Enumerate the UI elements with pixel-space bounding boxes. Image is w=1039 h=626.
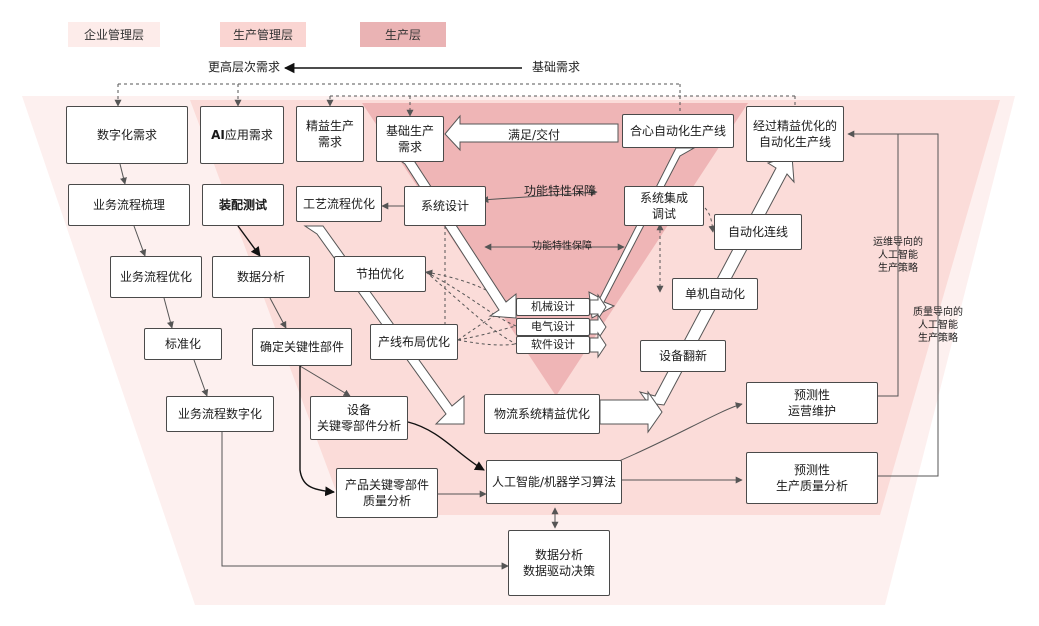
biz-process-sort-box: 业务流程梳理 bbox=[68, 184, 190, 226]
soft-arrow bbox=[589, 331, 607, 359]
biz-process-opt-box: 业务流程优化 bbox=[110, 256, 202, 298]
standardize-box: 标准化 bbox=[144, 328, 222, 360]
func-guarantee-label-1: 功能特性保障 bbox=[523, 184, 596, 198]
ai-prefix: AI bbox=[211, 128, 225, 142]
dashed-feedback-lines bbox=[114, 83, 796, 346]
ai-ml-box: 人工智能/机器学习算法 bbox=[486, 460, 622, 504]
higher-demand-label: 更高层次需求 bbox=[207, 60, 280, 74]
ai-demand-box: AI 应用需求 bbox=[200, 106, 284, 164]
device-parts-analysis-box: 设备 关键零部件分析 bbox=[310, 396, 408, 440]
elec-arrow bbox=[589, 313, 607, 341]
lean-demand-box: 精益生产 需求 bbox=[296, 106, 364, 162]
process-opt-box: 工艺流程优化 bbox=[296, 186, 382, 222]
data-analysis-box: 数据分析 bbox=[212, 256, 310, 298]
legend-production-mgmt: 生产管理层 bbox=[220, 22, 306, 47]
elec-design-box: 电气设计 bbox=[516, 318, 590, 336]
product-quality-box: 产品关键零部件 质量分析 bbox=[336, 468, 438, 518]
legend-enterprise: 企业管理层 bbox=[68, 22, 160, 47]
quality-strategy-label: 质量导向的 人工智能 生产策略 bbox=[913, 307, 963, 344]
satisfy-arrow bbox=[444, 114, 619, 152]
device-renew-box: 设备翻新 bbox=[640, 340, 726, 372]
predictive-quality-box: 预测性 生产质量分析 bbox=[746, 452, 878, 504]
connector-arrows bbox=[119, 130, 939, 566]
satisfy-deliver-label: 满足/交付 bbox=[507, 128, 561, 142]
predictive-maint-box: 预测性 运营维护 bbox=[746, 382, 878, 424]
takt-opt-box: 节拍优化 bbox=[334, 256, 426, 292]
mech-arrow bbox=[589, 293, 607, 321]
single-auto-box: 单机自动化 bbox=[672, 278, 758, 310]
func-guarantee-label-2: 功能特性保障 bbox=[532, 241, 592, 252]
ops-strategy-label: 运维导向的 人工智能 生产策略 bbox=[873, 237, 923, 274]
data-decision-box: 数据分析 数据驱动决策 bbox=[508, 530, 610, 596]
auto-connect-box: 自动化连线 bbox=[714, 214, 802, 250]
basic-demand-box: 基础生产 需求 bbox=[376, 116, 444, 162]
soft-design-box: 软件设计 bbox=[516, 336, 590, 354]
digital-demand-box: 数字化需求 bbox=[66, 106, 188, 164]
compliant-line-box: 合心自动化生产线 bbox=[622, 114, 734, 148]
logistics-opt-box: 物流系统精益优化 bbox=[484, 394, 600, 434]
key-parts-box: 确定关键性部件 bbox=[252, 328, 352, 366]
logistics-right-arrow bbox=[599, 390, 663, 434]
legend-production: 生产层 bbox=[360, 22, 446, 47]
assembly-test-box: 装配测试 bbox=[202, 184, 284, 226]
lean-auto-line-box: 经过精益优化的 自动化生产线 bbox=[746, 106, 844, 162]
layout-opt-box: 产线布局优化 bbox=[370, 324, 458, 360]
system-integration-box: 系统集成 调试 bbox=[624, 186, 704, 226]
system-design-box: 系统设计 bbox=[404, 186, 486, 226]
biz-process-digital-box: 业务流程数字化 bbox=[166, 396, 274, 432]
bold-connectors bbox=[237, 225, 485, 497]
ai-demand-text: 应用需求 bbox=[224, 128, 273, 142]
mech-design-box: 机械设计 bbox=[516, 298, 590, 316]
basic-demand-label: 基础需求 bbox=[531, 60, 580, 74]
